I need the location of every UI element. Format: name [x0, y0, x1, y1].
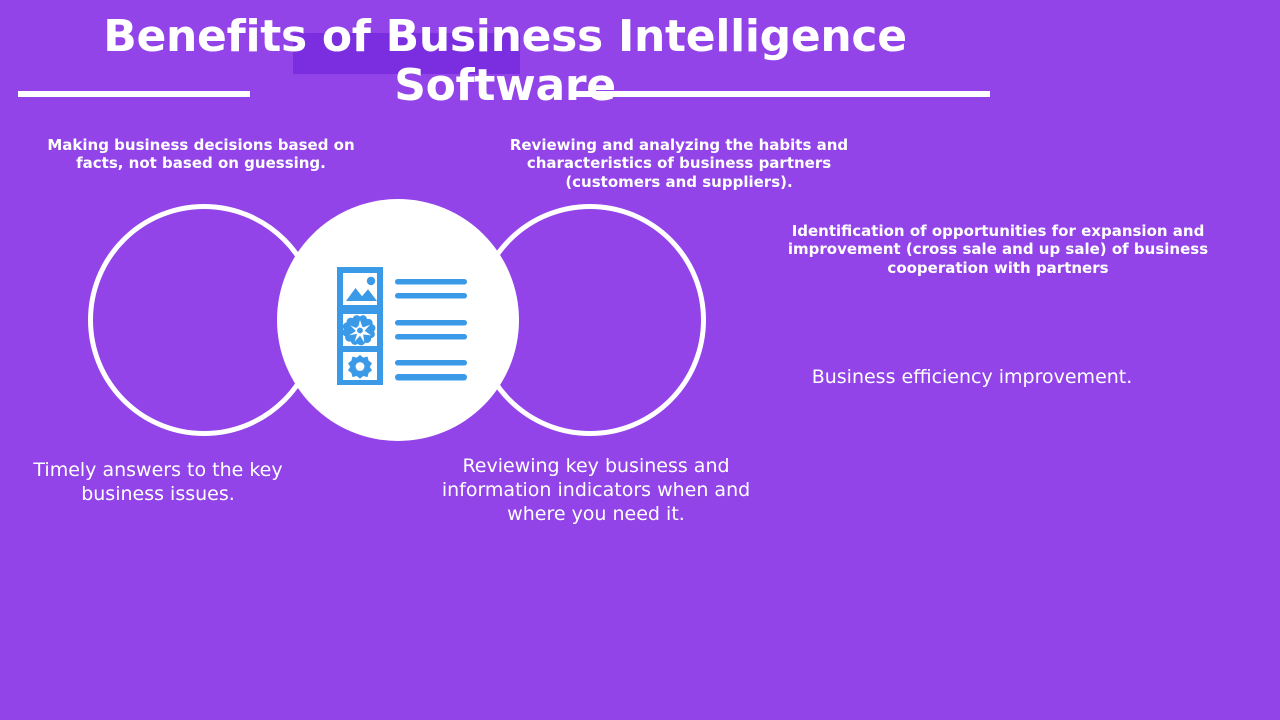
content-list-icon — [335, 265, 470, 385]
caption-partners: Reviewing and analyzing the habits and c… — [509, 136, 849, 191]
gear-icon — [337, 347, 383, 385]
flower-badge-icon — [337, 308, 383, 352]
left-circle — [88, 204, 320, 436]
caption-timely: Timely answers to the key business issue… — [33, 459, 283, 505]
right-circle — [474, 204, 706, 436]
title-block: Benefits of Business Intelligence Softwa… — [0, 12, 1010, 111]
title-selection-highlight — [293, 33, 520, 74]
title-divider-right — [576, 91, 990, 97]
caption-indicators: Reviewing key business and information i… — [441, 455, 751, 525]
image-icon — [337, 267, 383, 311]
caption-expansion: Identification of opportunities for expa… — [787, 222, 1209, 277]
caption-facts: Making business decisions based on facts… — [47, 136, 355, 173]
title-divider-left — [18, 91, 250, 97]
caption-efficiency: Business efficiency improvement. — [811, 366, 1133, 388]
page-title: Benefits of Business Intelligence Softwa… — [103, 11, 907, 112]
